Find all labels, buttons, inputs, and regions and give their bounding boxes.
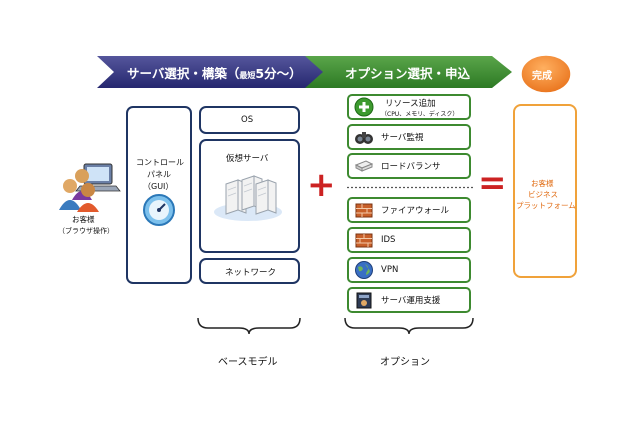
option-firewall: ファイアウォール — [347, 197, 471, 223]
server-support-icon — [356, 292, 372, 309]
options-brace — [344, 317, 474, 335]
option-ids: IDS — [347, 227, 471, 253]
step2-label: オプション選択・申込 — [345, 66, 471, 81]
network-label: ネットワーク — [225, 268, 277, 278]
option-firewall-label: ファイアウォール — [381, 206, 450, 216]
result-label-3: プラットフォーム — [516, 201, 576, 210]
server-icon — [214, 175, 282, 221]
control-panel-label-3: （GUI） — [143, 182, 174, 191]
result-box — [513, 104, 577, 278]
virtual-server-label: 仮想サーバ — [226, 154, 269, 164]
option-resource-add-label: リソース追加 — [385, 98, 436, 109]
option-resource-add: リソース追加 （CPU、メモリ、ディスク） — [347, 94, 471, 120]
os-box — [199, 106, 300, 134]
customer-label: お客様 — [72, 215, 95, 224]
step2-arrow — [305, 56, 512, 88]
step1-arrow — [97, 56, 331, 88]
plus-sign: + — [307, 165, 336, 205]
option-load-balancer-label: ロードバランサ — [381, 162, 441, 172]
customer-people-icon — [59, 163, 121, 212]
result-label-2: ビジネス — [528, 190, 558, 199]
option-server-monitor: サーバ監視 — [347, 124, 471, 150]
ids-icon — [355, 233, 373, 248]
option-resource-add-sublabel: （CPU、メモリ、ディスク） — [381, 110, 459, 118]
option-ids-label: IDS — [381, 235, 396, 245]
complete-circle — [520, 54, 572, 94]
complete-label: 完成 — [532, 71, 552, 82]
option-vpn-label: VPN — [381, 265, 399, 275]
customer-sublabel: （ブラウザ操作） — [58, 227, 114, 235]
option-server-monitor-label: サーバ監視 — [381, 133, 424, 143]
control-panel-label-1: コントロール — [136, 158, 184, 167]
os-label: OS — [241, 115, 254, 125]
base-model-caption: ベースモデル — [218, 357, 278, 368]
base-model-brace — [197, 317, 301, 335]
gauge-icon — [143, 194, 175, 226]
globe-icon — [355, 261, 373, 279]
binoculars-icon — [355, 132, 373, 144]
option-ops-support: サーバ運用支援 — [347, 287, 471, 313]
load-balancer-icon — [354, 160, 374, 172]
option-ops-support-label: サーバ運用支援 — [381, 296, 441, 306]
network-box — [199, 258, 300, 284]
option-load-balancer: ロードバランサ — [347, 153, 471, 179]
firewall-icon — [355, 203, 373, 218]
result-label-1: お客様 — [531, 179, 554, 188]
options-divider — [347, 186, 473, 189]
step1-label: サーバ選択・構築（最短5分〜） — [127, 66, 302, 81]
control-panel-label-2: パネル — [147, 170, 171, 179]
equals-sign: = — [478, 163, 507, 203]
plus-circle-icon — [354, 97, 374, 117]
option-vpn: VPN — [347, 257, 471, 283]
options-caption: オプション — [380, 357, 430, 368]
